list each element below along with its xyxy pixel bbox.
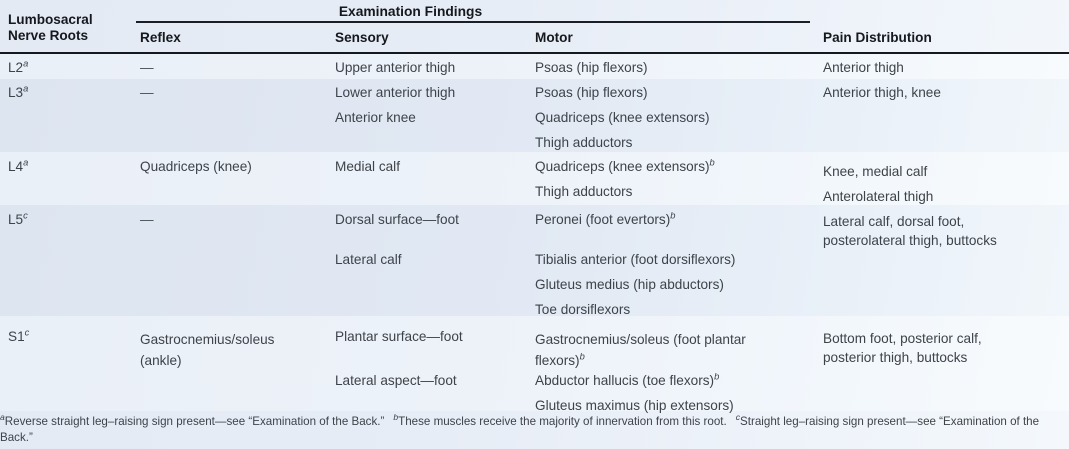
cell-motor-s1-0: Gastrocnemius/soleus (foot plantar flexo… — [535, 332, 746, 368]
footnote-a: aReverse straight leg–raising sign prese… — [0, 412, 385, 428]
cell-pain-l3: Anterior thigh, knee — [823, 85, 941, 100]
cell-reflex-l2: — — [140, 60, 154, 75]
cell-motor-l3-1: Quadriceps (knee extensors) — [535, 110, 710, 125]
cell-reflex-l4: Quadriceps (knee) — [140, 159, 252, 174]
group-header-examination-findings: Examination Findings — [338, 4, 483, 19]
cell-pain-l4: Knee, medial calf Anterolateral thigh — [823, 164, 934, 204]
cell-sensory-l2-0: Upper anterior thigh — [335, 60, 456, 75]
cell-motor-s1-1: Abductor hallucis (toe flexors)b — [535, 371, 720, 388]
cell-motor-l5-2: Gluteus medius (hip abductors) — [535, 277, 724, 292]
cell-root-s1: S1c — [8, 327, 30, 344]
cell-root-l2: L2a — [8, 58, 29, 75]
column-header-roots: Lumbosacral Nerve Roots — [8, 12, 93, 43]
footnote-c: cStraight leg–raising sign present—see “… — [0, 412, 1040, 444]
cell-sensory-l4-0: Medial calf — [335, 159, 400, 174]
cell-reflex-l5: — — [140, 212, 154, 227]
footnotes: aReverse straight leg–raising sign prese… — [0, 412, 1064, 445]
header-bottom-rule — [0, 52, 1069, 54]
cell-motor-l3-0: Psoas (hip flexors) — [535, 85, 648, 100]
cell-motor-l4-0: Quadriceps (knee extensors)b — [535, 157, 715, 174]
cell-sensory-s1-0: Plantar surface—foot — [335, 329, 463, 344]
cell-sensory-l5-1: Lateral calf — [335, 252, 402, 267]
column-header-motor: Motor — [535, 30, 573, 45]
cell-motor-l5-1: Tibialis anterior (foot dorsiflexors) — [535, 252, 736, 267]
cell-reflex-l3: — — [140, 85, 154, 100]
cell-pain-s1: Bottom foot, posterior calf, posterior t… — [823, 331, 982, 365]
cell-motor-l4-1: Thigh adductors — [535, 184, 633, 199]
footnote-b: bThese muscles receive the majority of i… — [393, 412, 727, 428]
cell-root-l3: L3a — [8, 83, 29, 100]
cell-sensory-s1-1: Lateral aspect—foot — [335, 373, 457, 388]
group-header-rule — [136, 21, 810, 23]
column-header-sensory: Sensory — [335, 30, 389, 45]
cell-pain-l2: Anterior thigh — [823, 60, 904, 75]
cell-motor-s1-2: Gluteus maximus (hip extensors) — [535, 398, 734, 413]
column-header-reflex: Reflex — [140, 30, 181, 45]
cell-sensory-l3-0: Lower anterior thigh — [335, 85, 456, 100]
cell-root-l4: L4a — [8, 157, 29, 174]
column-header-pain: Pain Distribution — [823, 30, 932, 45]
cell-pain-l5: Lateral calf, dorsal foot, posterolatera… — [823, 214, 997, 248]
cell-reflex-s1: Gastrocnemius/soleus (ankle) — [140, 332, 275, 368]
cell-motor-l5-0: Peronei (foot evertors)b — [535, 210, 676, 227]
cell-motor-l5-3: Toe dorsiflexors — [535, 302, 631, 317]
cell-sensory-l3-1: Anterior knee — [335, 110, 416, 125]
cell-motor-l3-2: Thigh adductors — [535, 135, 633, 150]
cell-root-l5: L5c — [8, 210, 28, 227]
cell-sensory-l5-0: Dorsal surface—foot — [335, 212, 459, 227]
cell-motor-l2-0: Psoas (hip flexors) — [535, 60, 648, 75]
